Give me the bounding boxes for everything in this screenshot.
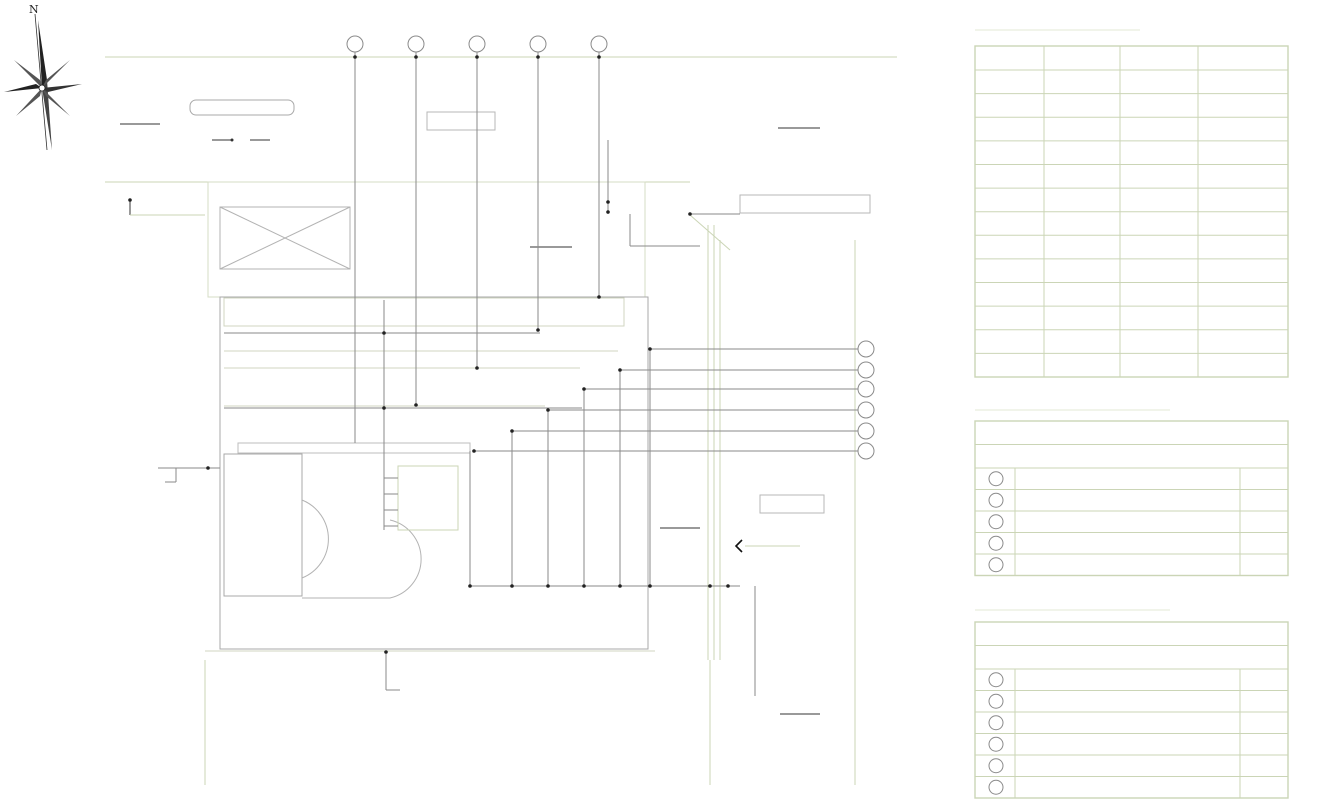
north-label: N [29, 3, 39, 16]
item-circle-marker [988, 736, 1004, 752]
item-circle-marker [988, 514, 1004, 530]
right-circle-marker [857, 380, 875, 398]
right-circle-marker [857, 361, 875, 379]
item-circle-marker [988, 471, 1004, 487]
junction-dots [128, 55, 730, 654]
item-circle-marker [988, 758, 1004, 774]
right-circle-marker [857, 340, 875, 358]
right-circle-marker [857, 401, 875, 419]
right-circle-marker [857, 442, 875, 460]
top-circle-marker [529, 35, 547, 53]
site-boundary-lines [105, 56, 897, 785]
top-circle-marker [590, 35, 608, 53]
list-table-1 [974, 420, 1289, 577]
top-circle-marker [346, 35, 364, 53]
schedule-tables [974, 29, 1289, 799]
feeder-lines [158, 52, 858, 696]
item-circle-marker [988, 715, 1004, 731]
item-circle-marker [988, 557, 1004, 573]
top-circle-marker [407, 35, 425, 53]
item-circle-marker [988, 672, 1004, 688]
top-circle-marker [468, 35, 486, 53]
top-circle-markers [346, 35, 608, 53]
spec-table [974, 45, 1289, 378]
item-circle-marker [988, 779, 1004, 795]
right-circle-markers [857, 340, 875, 460]
right-circle-marker [857, 422, 875, 440]
list-table-2 [974, 621, 1289, 799]
item-circle-marker [988, 535, 1004, 551]
item-circle-marker [988, 693, 1004, 709]
item-circle-marker [988, 492, 1004, 508]
upper-left-annotations [120, 99, 871, 715]
building-plan [205, 181, 731, 660]
north-arrow-compass-icon: N [4, 3, 82, 151]
